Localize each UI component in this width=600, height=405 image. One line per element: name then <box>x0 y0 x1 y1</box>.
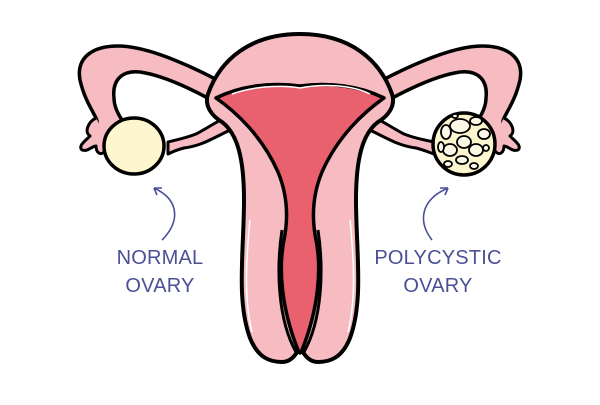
normal-ovary-label-line1: NORMAL <box>116 247 204 269</box>
polycystic-ovary-label: POLYCYSTIC OVARY <box>368 244 508 300</box>
arrow-to-polycystic-ovary <box>422 187 449 241</box>
polycystic-ovary-label-line2: OVARY <box>403 275 473 297</box>
polycystic-ovary-label-line1: POLYCYSTIC <box>374 247 502 269</box>
uterine-cavity <box>214 82 386 355</box>
normal-ovary-label-line2: OVARY <box>125 275 195 297</box>
cysts <box>437 113 491 170</box>
normal-ovary-label: NORMAL OVARY <box>104 244 216 300</box>
polycystic-ovary <box>431 111 497 177</box>
normal-ovary <box>102 116 166 176</box>
arrow-to-normal-ovary <box>153 187 176 241</box>
